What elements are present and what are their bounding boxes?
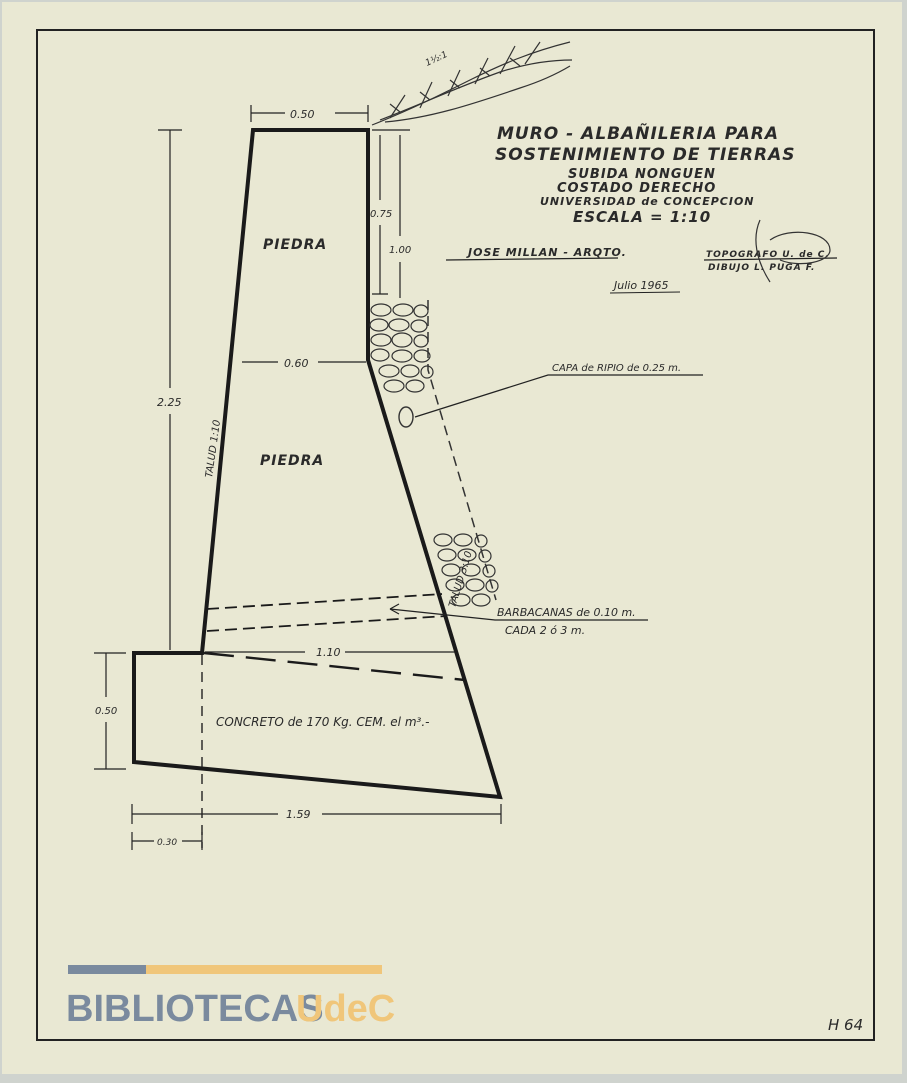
watermark-bar-blue [68,965,146,974]
title-line-2: SOSTENIMIENTO DE TIERRAS [495,145,796,165]
signature [755,219,831,283]
watermark-text-b: UdeC [296,988,395,1030]
title-line-1: MURO - ALBAÑILERIA PARA [497,121,779,144]
watermark-bar-gold [146,965,382,974]
watermark-text-a: BIBLIOTECAS [66,988,324,1030]
dim-top-width [250,105,369,122]
gravel-stones-lower [433,533,499,607]
dim-total-width-label: 1.59 [286,808,311,821]
dim-base-width-label: 1.10 [316,646,341,659]
credit-topographer-underline [703,257,838,261]
leader-capa-ripio [414,374,703,418]
gravel-stone-sample [398,406,414,428]
dim-height-label: 2.25 [157,396,182,409]
credit-architect: JOSE MILLAN - ARQTO. [466,246,627,259]
credit-date: Julio 1965 [612,279,669,292]
barbacana-pipe-upper [206,593,443,610]
credit-topographer: TOPOGRAFO U. de C. [706,250,830,260]
dim-toe-label: 0.30 [157,838,177,848]
label-concreto: CONCRETO de 170 Kg. CEM. el m³.- [216,715,429,729]
dim-075-label: 0.75 [370,209,392,220]
vegetation-sketch [371,41,573,126]
dim-100-label: 1.00 [389,245,411,256]
label-piedra-mid: PIEDRA [260,453,324,469]
sheet-code: H 64 [828,1016,863,1034]
dim-toe [131,832,203,850]
dim-height [158,129,182,650]
dim-footing-height [94,652,126,770]
dim-total-width [131,804,502,824]
credit-drafter: DIBUJO L. PUGA F. [708,263,815,273]
title-line-3: SUBIDA NONGUEN [568,167,716,182]
dim-upper-heights [372,129,410,298]
leader-barbacanas-arrow [389,603,400,615]
label-barbacanas-1: BARBACANAS de 0.10 m. [497,606,636,619]
wall-upper-outline [132,128,503,800]
gravel-stones-upper [369,303,434,393]
label-barbacanas-2: CADA 2 ó 3 m. [505,624,585,637]
barbacana-pipe-lower [206,615,448,632]
title-line-4: COSTADO DERECHO [557,181,716,196]
label-piedra-top: PIEDRA [263,237,327,253]
frame-border [36,29,875,1041]
dim-mid-width-label: 0.60 [284,357,309,370]
title-line-5: UNIVERSIDAD de CONCEPCION [540,195,755,208]
footing-top-dashed [203,651,466,682]
credit-date-underline [609,291,681,294]
credit-architect-underline [445,257,619,261]
leader-barbacanas [389,608,648,621]
dim-top-width-label: 0.50 [290,108,315,121]
title-scale: ESCALA = 1:10 [573,208,711,226]
label-capa-ripio: CAPA de RIPIO de 0.25 m. [552,363,681,374]
dim-footing-height-label: 0.50 [95,706,117,717]
gravel-layer-dashed [427,300,497,601]
